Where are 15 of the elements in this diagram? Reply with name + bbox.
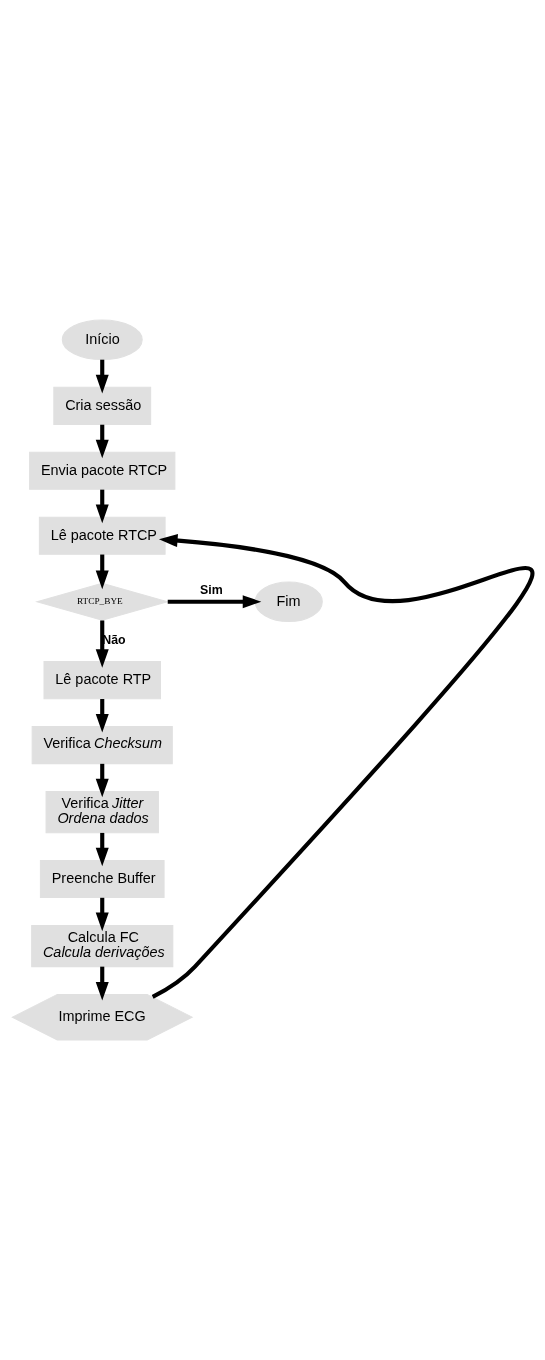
arrow <box>95 620 109 668</box>
edge-label: Sim <box>200 583 223 598</box>
node-diamond: RTCP_BYE <box>35 582 170 621</box>
arrow <box>167 595 262 609</box>
node-ellipse: Fim <box>254 581 323 622</box>
node-box: Lê pacote RTP <box>43 661 161 700</box>
node-box: Envia pacote RTCP <box>29 451 176 490</box>
node-box: Preenche Buffer <box>39 859 165 899</box>
node-box: Cria sessão <box>53 386 152 425</box>
node-box: Lê pacote RTCP <box>38 516 166 555</box>
node-box: Calcula FC Calcula derivações <box>31 924 174 968</box>
node-ellipse: Início <box>61 319 143 361</box>
node-box: Verifica Checksum <box>31 726 173 765</box>
arrow <box>151 534 534 999</box>
node-box: Verifica Jitter Ordena dados <box>45 790 159 834</box>
